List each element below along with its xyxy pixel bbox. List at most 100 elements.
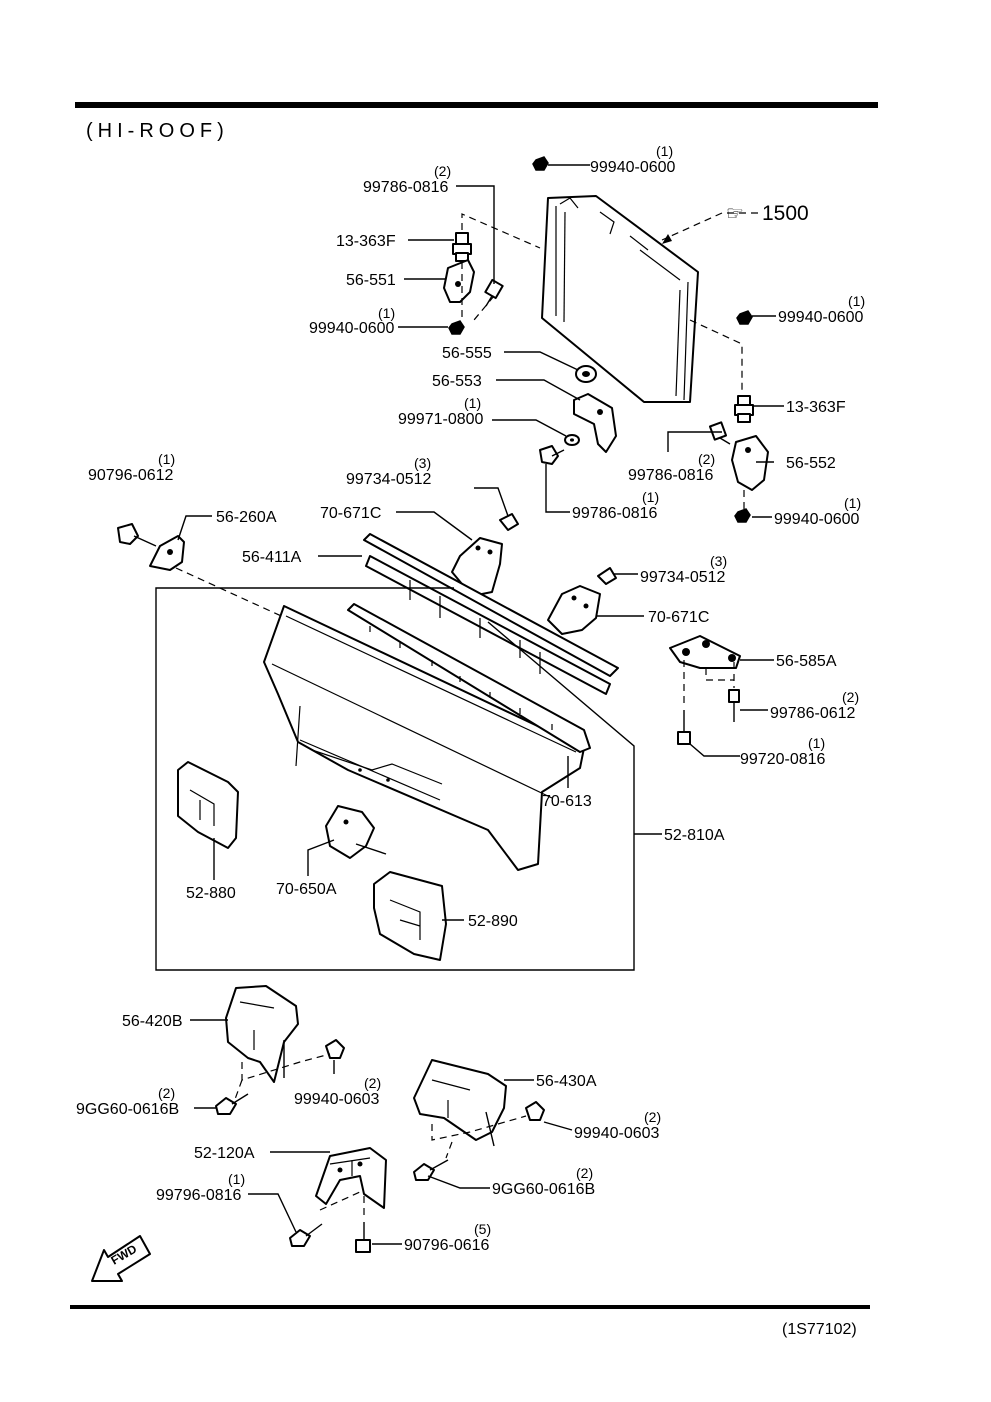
callout-c18: 56-260A [216,509,277,526]
diagram-code: (1S77102) [782,1321,857,1338]
nut-right-bottom [734,508,751,523]
callout-c37: 9GG60-0616B [492,1181,595,1198]
callout-c22: 70-671C [648,609,709,626]
trim-70-613 [347,603,591,753]
callout-c21-qty: (3) [710,553,727,569]
bracket-52-880 [177,761,239,849]
callout-c4: 13-363F [336,233,396,250]
bolt-right-bracket [708,421,731,445]
diagram-title: (HI-ROOF) [86,120,229,142]
dash-52-120A [319,1191,365,1220]
callout-c24: 99786-0612 [770,705,856,722]
callout-c10-qty: (1) [464,395,481,411]
callout-c15: 99734-0512 [346,471,432,488]
callout-c21: 99734-0512 [640,569,726,586]
cushion-56-555 [575,365,597,383]
nut-99940-0603-left [325,1039,345,1059]
callout-c17: 99940-0600 [774,511,860,528]
callout-c35-qty: (2) [644,1109,661,1125]
callout-c1-qty: (1) [656,143,673,159]
callout-labels: 99940-0600 (1) 99786-0816 (2) ☞ 1500 13-… [76,143,865,1254]
callout-c37-qty: (2) [576,1165,593,1181]
callout-c1: 99940-0600 [590,159,676,176]
callout-c19: 70-671C [320,505,381,522]
callout-c32-qty: (2) [364,1075,381,1091]
top-rule [75,102,878,108]
bracket-52-120A [315,1147,387,1209]
plate-56-585A [669,635,741,669]
bracket-56-552 [731,435,769,491]
bolt-9GG60-left [215,1093,249,1115]
rubber-mount-left [452,232,472,262]
bracket-70-650A [325,805,387,859]
dash-56-430A [431,1115,527,1159]
screw-99734-left [499,513,519,531]
callout-c33-qty: (2) [158,1085,175,1101]
callout-c39: 90796-0616 [404,1237,490,1254]
callout-c10: 99971-0800 [398,411,484,428]
callout-c6: 99940-0600 [309,320,395,337]
bolt-90796-0616 [355,1222,371,1253]
radiator-part [541,195,699,403]
screw-99734-right [597,567,617,585]
assembly-box-52-810A [155,587,635,971]
callout-c30: 52-890 [468,913,518,930]
callout-c31: 56-420B [122,1013,183,1030]
nut-right-top [736,310,753,325]
bolt-center-mount [539,445,565,465]
fwd-arrow-icon: FWD [91,1235,151,1282]
bolt-99786-0612 [728,689,740,722]
callout-c27: 52-810A [664,827,725,844]
callout-c8: 56-555 [442,345,492,362]
nut-99940-0603-right [525,1101,545,1121]
bolt-99796-0816 [289,1223,323,1247]
bracket-52-890 [373,871,447,961]
callout-c35: 99940-0603 [574,1125,660,1142]
dash-56-260A [175,567,291,621]
callout-c38-qty: (1) [228,1171,245,1187]
bolt-99720-0816 [677,710,691,745]
callout-c12: 99786-0816 [628,467,714,484]
callout-c26: 70-613 [542,793,592,810]
callout-c38: 99796-0816 [156,1187,242,1204]
callout-c3-ref-icon: ☞ [726,203,744,225]
callout-c24-qty: (2) [842,689,859,705]
leader-lines [177,164,784,1245]
callout-c7: 99940-0600 [778,309,864,326]
callout-c6-qty: (1) [378,305,395,321]
callout-c13: 56-552 [786,455,836,472]
washer-99971 [564,434,580,446]
callout-c14: 90796-0612 [88,467,174,484]
callout-c16: 99786-0816 [572,505,658,522]
callout-c36: 52-120A [194,1145,255,1162]
bolt-90796-0612 [117,523,157,547]
crossmember-56-411A [363,533,619,695]
callout-c2-qty: (2) [434,163,451,179]
bracket-56-430A [413,1059,507,1147]
dash-56-420B [233,1053,331,1103]
callout-c28: 52-880 [186,885,236,902]
callout-c14-qty: (1) [158,451,175,467]
callout-c34: 56-430A [536,1073,597,1090]
callout-c32: 99940-0603 [294,1091,380,1108]
callout-c16-qty: (1) [642,489,659,505]
bracket-56-260A [149,535,185,571]
callout-c25-qty: (1) [808,735,825,751]
bracket-56-551 [443,259,475,303]
callout-c25: 99720-0816 [740,751,826,768]
dash-56-585A [683,660,735,706]
rubber-mount-right [734,395,754,423]
nut-left-bracket [448,320,465,335]
callout-c29: 70-650A [276,881,337,898]
callout-c12-qty: (2) [698,451,715,467]
callout-c3: 1500 [762,202,809,225]
bracket-56-420B [225,985,299,1083]
bolt-left-bracket [484,278,504,307]
callout-c39-qty: (5) [474,1221,491,1237]
dash-left-mount [461,213,541,322]
callout-c5: 56-551 [346,272,396,289]
callout-c20: 56-411A [242,549,302,566]
radiator-nut-top [532,156,549,171]
bracket-70-671C-right [547,585,601,635]
